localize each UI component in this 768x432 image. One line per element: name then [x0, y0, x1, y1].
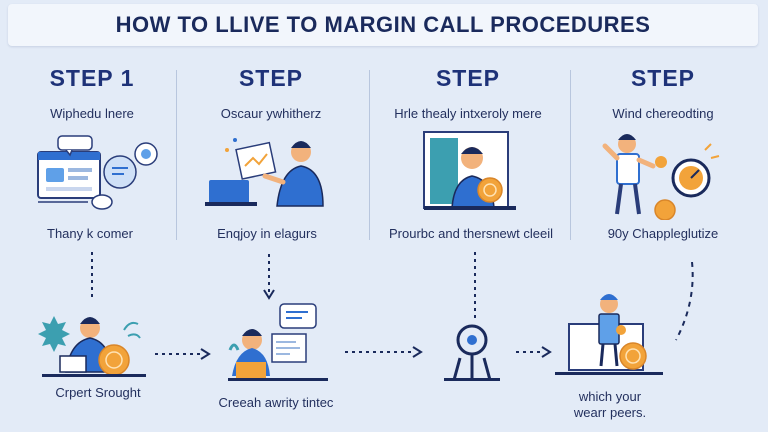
page-title: HOW TO LLIVE TO MARGIN CALL PROCEDURES	[115, 12, 651, 37]
step-1-subcaption: Thany k comer	[47, 226, 133, 241]
bottom-label-4: which your wearr peers.	[573, 389, 647, 420]
step-4-illustration	[602, 134, 720, 220]
column-divider	[176, 70, 177, 240]
step-3-caption: Hrle thealy intxeroly mere	[394, 106, 542, 121]
step-2-heading: STEP	[238, 65, 304, 91]
dotted-arrow-right-1	[155, 348, 211, 360]
step-2-caption: Oscaur ywhitherz	[220, 106, 322, 121]
step-1-column: STEP 1 Wiphedu lnere	[0, 60, 187, 124]
step-3-heading: STEP	[435, 65, 501, 91]
step-1-caption: Wiphedu lnere	[50, 106, 134, 121]
column-divider	[570, 70, 571, 240]
step-1-heading: STEP 1	[49, 65, 135, 91]
step-3-column: STEP Hrle thealy intxeroly mere	[373, 60, 563, 124]
step-1-illustration	[37, 135, 158, 210]
step-4-caption: Wind chereodting	[612, 106, 714, 121]
step-3-illustration	[423, 131, 516, 210]
bottom-3-illustration	[444, 324, 500, 381]
step-4-subcaption: 90y Chappleglutize	[607, 226, 719, 241]
dotted-arrow-right-3	[516, 346, 552, 358]
step-4-heading: STEP	[630, 65, 696, 91]
title-banner: HOW TO LLIVE TO MARGIN CALL PROCEDURES	[8, 4, 758, 46]
bottom-2-illustration	[228, 303, 328, 381]
bottom-label-2: Creeah awrity tintec	[218, 395, 334, 410]
step-4-column: STEP Wind chereodting	[568, 60, 758, 124]
bottom-label-1: Crpert Srought	[55, 385, 141, 400]
bottom-4-illustration	[555, 294, 663, 375]
column-divider	[369, 70, 370, 240]
dotted-connector-1	[91, 252, 93, 300]
dotted-arrow-right-2	[345, 346, 423, 358]
step-2-subcaption: Enqjoy in elagurs	[217, 226, 317, 241]
bottom-1-illustration	[38, 316, 146, 377]
dotted-connector-3	[474, 252, 476, 318]
dotted-arrow-down	[263, 254, 275, 300]
step-2-illustration	[205, 138, 324, 207]
step-3-subcaption: Prourbc and thersnewt cleeil	[388, 226, 554, 241]
dotted-curve-connector	[675, 262, 694, 341]
step-2-column: STEP Oscaur ywhitherz	[176, 60, 366, 124]
